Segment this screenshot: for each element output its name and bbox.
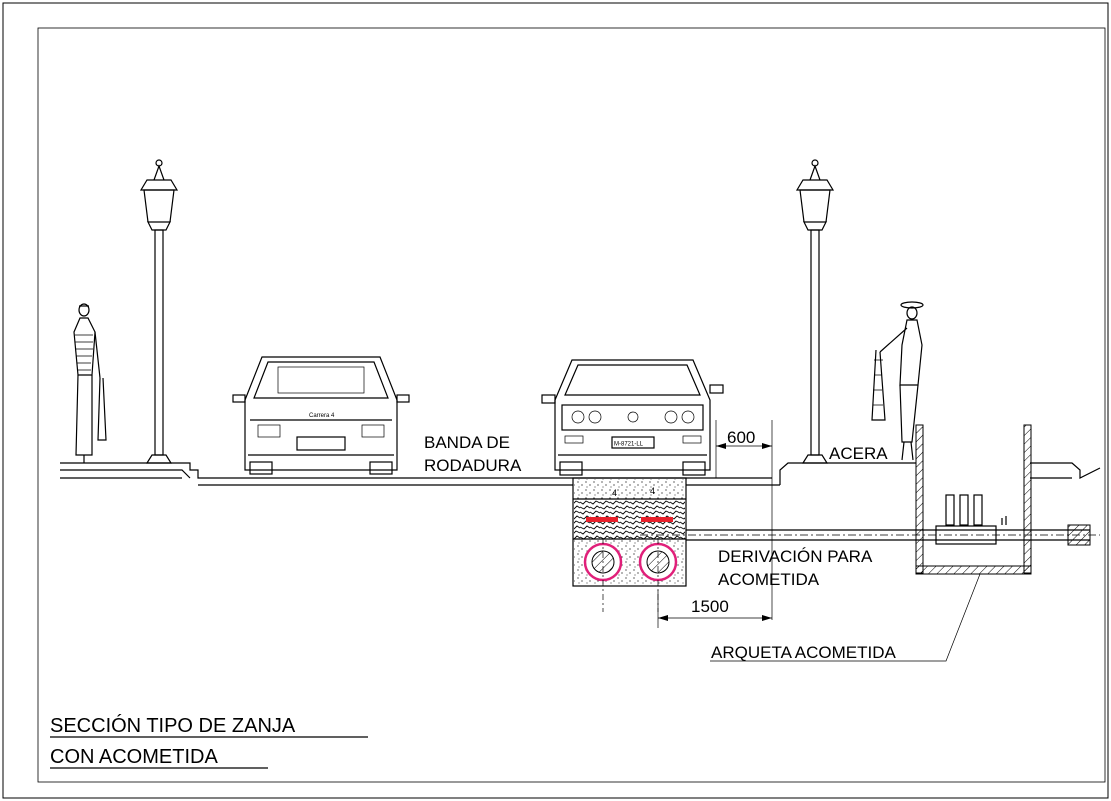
car-front-view: M-8721-LL bbox=[541, 359, 724, 476]
label-derivacion-line1: DERIVACIÓN PARA bbox=[718, 547, 873, 566]
warning-tape-left bbox=[586, 517, 618, 522]
street-lamp-right bbox=[795, 159, 835, 464]
label-arqueta-acometida: ARQUETA ACOMETIDA bbox=[711, 643, 896, 662]
title-line1: SECCIÓN TIPO DE ZANJA bbox=[50, 714, 296, 737]
rear-car-model-badge: Carrera 4 bbox=[309, 413, 335, 419]
label-rodadura: RODADURA bbox=[424, 456, 522, 475]
trench: 4 4 bbox=[572, 477, 687, 612]
drawing-title: SECCIÓN TIPO DE ZANJA CON ACOMETIDA bbox=[50, 714, 368, 769]
label-derivacion-line2: ACOMETIDA bbox=[718, 570, 820, 589]
front-car-plate: M-8721-LL bbox=[614, 442, 644, 448]
arqueta-leader bbox=[710, 573, 981, 662]
label-acera: ACERA bbox=[829, 444, 888, 463]
svg-text:4: 4 bbox=[612, 488, 617, 498]
pedestrian-left bbox=[73, 303, 107, 463]
dimension-600: 600 bbox=[715, 420, 773, 620]
pedestrian-right bbox=[871, 301, 924, 461]
warning-tape-right bbox=[641, 517, 673, 522]
dimension-600-value: 600 bbox=[727, 428, 755, 447]
label-banda-de: BANDA DE bbox=[424, 433, 510, 452]
branch-conduit bbox=[640, 524, 1100, 546]
street-lamp-left bbox=[139, 159, 179, 464]
svg-text:4: 4 bbox=[650, 486, 655, 496]
dimension-1500: 1500 bbox=[657, 590, 772, 628]
title-line2: CON ACOMETIDA bbox=[50, 746, 218, 768]
connection-pit bbox=[915, 424, 1032, 575]
street-profile bbox=[60, 462, 1101, 486]
car-rear-view: Carrera 4 bbox=[232, 356, 410, 475]
dimension-1500-value: 1500 bbox=[691, 597, 729, 616]
